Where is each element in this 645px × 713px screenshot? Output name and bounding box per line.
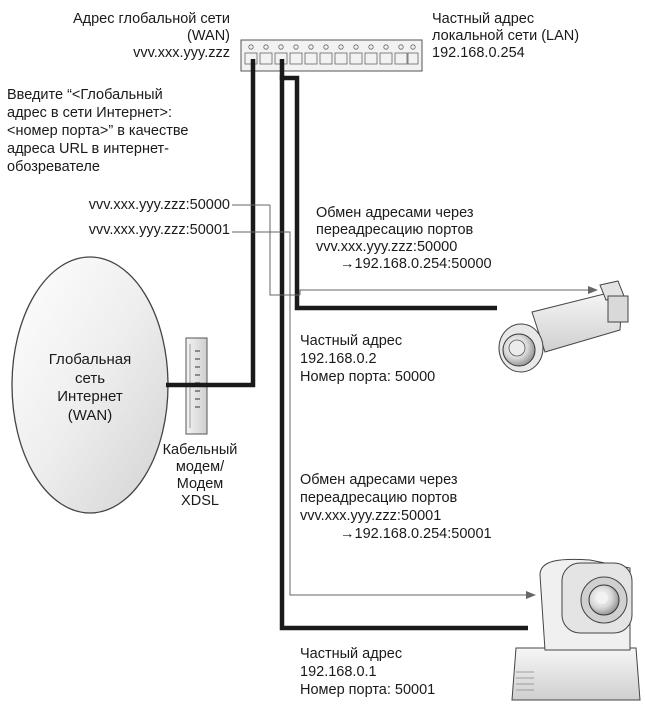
internet-line-4: (WAN) xyxy=(20,407,160,426)
modem-label: Кабельный модем/ Модем XDSL xyxy=(145,442,255,510)
forward-2-line-2: переадресацию портов xyxy=(300,489,492,507)
browser-instruction: Введите “<Глобальный адрес в сети Интерн… xyxy=(7,86,188,176)
internet-line-1: Глобальная xyxy=(20,351,160,370)
forward-1-line-2: переадресацию портов xyxy=(316,222,492,239)
wan-address-value: vvv.xxx.yyy.zzz xyxy=(73,45,230,62)
camera-2-line-1: Частный адрес xyxy=(300,645,435,663)
ptz-camera xyxy=(512,559,640,700)
camera-1-line-1: Частный адрес xyxy=(300,332,435,350)
lan-title-line-2: локальной сети (LAN) xyxy=(432,28,579,45)
camera-1-label: Частный адрес 192.168.0.2 Номер порта: 5… xyxy=(300,332,435,386)
camera-2-line-2: 192.168.0.1 xyxy=(300,663,435,681)
forward-1-line-4: →192.168.0.254:50000 xyxy=(316,256,492,273)
url-50000: vvv.xxx.yyy.zzz:50000 xyxy=(89,197,230,214)
instruction-line-5: обозревателе xyxy=(7,158,188,176)
forward-2-line-1: Обмен адресами через xyxy=(300,471,492,489)
arrow-to-camera-1 xyxy=(588,286,598,294)
wan-title-line-2: (WAN) xyxy=(73,28,230,45)
instruction-line-2: адрес в сети Интернет>: xyxy=(7,104,188,122)
port-forward-1-label: Обмен адресами через переадресацию порто… xyxy=(316,205,492,273)
url-50001: vvv.xxx.yyy.zzz:50001 xyxy=(89,222,230,239)
forward-1-line-1: Обмен адресами через xyxy=(316,205,492,222)
modem-line-2: модем/ xyxy=(145,459,255,476)
modem-line-3: Модем xyxy=(145,476,255,493)
modem-line-4: XDSL xyxy=(145,493,255,510)
wan-address-label: Адрес глобальной сети (WAN) vvv.xxx.yyy.… xyxy=(73,11,230,62)
forward-1-line-3: vvv.xxx.yyy.zzz:50000 xyxy=(316,239,492,256)
box-camera xyxy=(499,281,628,372)
internet-line-3: Интернет xyxy=(20,388,160,407)
instruction-line-4: адреса URL в интернет- xyxy=(7,140,188,158)
lan-address-value: 192.168.0.254 xyxy=(432,45,579,62)
camera-2-label: Частный адрес 192.168.0.1 Номер порта: 5… xyxy=(300,645,435,699)
router xyxy=(241,40,422,71)
instruction-line-1: Введите “<Глобальный xyxy=(7,86,188,104)
internet-label: Глобальная сеть Интернет (WAN) xyxy=(20,351,160,425)
forward-2-line-3: vvv.xxx.yyy.zzz:50001 xyxy=(300,507,492,525)
lan-address-label: Частный адрес локальной сети (LAN) 192.1… xyxy=(432,11,579,62)
arrow-to-camera-2 xyxy=(526,591,536,599)
modem-line-1: Кабельный xyxy=(145,442,255,459)
port-forward-2-label: Обмен адресами через переадресацию порто… xyxy=(300,471,492,543)
wan-title-line-1: Адрес глобальной сети xyxy=(73,11,230,28)
internet-line-2: сеть xyxy=(20,370,160,389)
forward-2-line-4: →192.168.0.254:50001 xyxy=(300,525,492,543)
camera-1-line-3: Номер порта: 50000 xyxy=(300,368,435,386)
lan-title-line-1: Частный адрес xyxy=(432,11,579,28)
camera-1-line-2: 192.168.0.2 xyxy=(300,350,435,368)
camera-2-line-3: Номер порта: 50001 xyxy=(300,681,435,699)
instruction-line-3: <номер порта>” в качестве xyxy=(7,122,188,140)
